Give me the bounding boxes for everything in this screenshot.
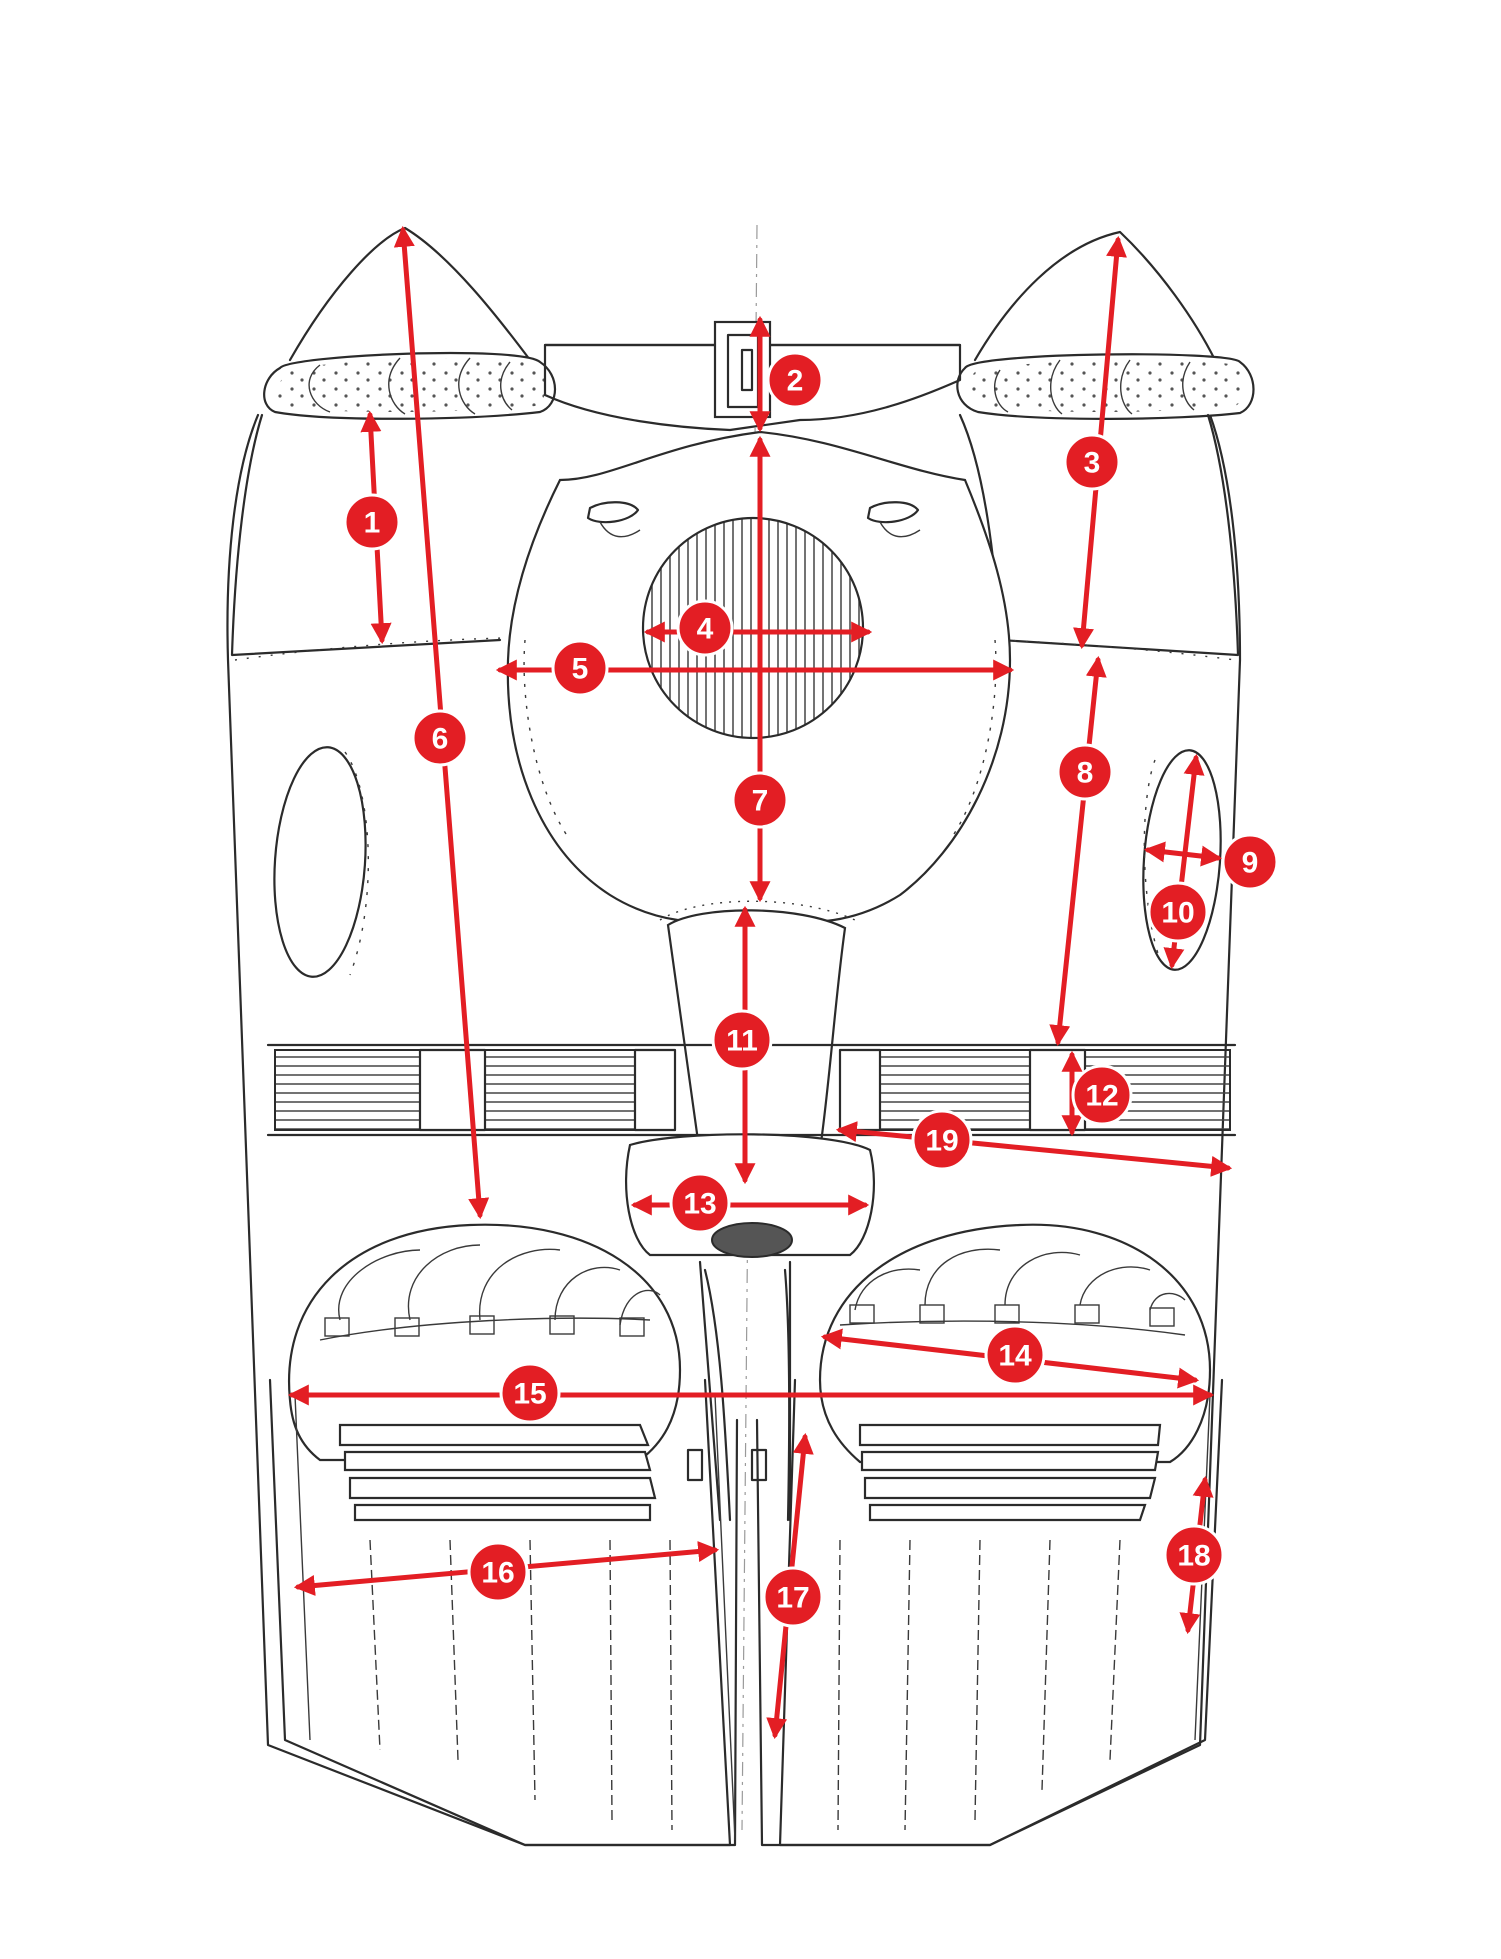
dimension-label-8: 8 [1077,757,1094,790]
dimension-label-10: 10 [1161,897,1194,930]
dimension-badge-15: 15 [499,1362,561,1424]
left-thruster-bell [287,1223,682,1522]
dimension-label-15: 15 [513,1378,546,1411]
dimension-label-12: 12 [1085,1080,1118,1113]
dimension-badge-2: 2 [766,351,824,409]
dimension-badge-4: 4 [676,599,734,657]
top-grill [543,320,962,432]
left-window [273,746,367,978]
dimension-badge-11: 11 [711,1009,773,1071]
dimension-arrows [287,225,1233,1740]
dimension-badge-3: 3 [1063,433,1121,491]
dimension-arrow-8 [1049,655,1107,1047]
dimension-badge-16: 16 [467,1541,529,1603]
dimension-badge-10: 10 [1147,881,1209,943]
buckle-block [624,1133,876,1258]
dimension-badge-18: 18 [1163,1524,1225,1586]
dimension-label-4: 4 [697,613,714,646]
dimension-label-9: 9 [1242,847,1259,880]
dimension-label-13: 13 [683,1188,716,1221]
dimension-label-1: 1 [364,507,381,540]
dimension-badge-5: 5 [551,639,609,697]
dimension-label-19: 19 [925,1125,958,1158]
dimension-label-18: 18 [1177,1540,1210,1573]
dimension-label-14: 14 [998,1340,1032,1373]
dimension-label-17: 17 [776,1582,809,1615]
dimension-label-5: 5 [572,653,589,686]
dimension-badge-7: 7 [731,771,789,829]
dimension-arrow-19 [835,1121,1233,1177]
dimension-label-6: 6 [432,723,449,756]
dimension-badge-9: 9 [1221,833,1279,891]
dimension-badge-12: 12 [1071,1064,1133,1126]
left-thruster-top [230,226,556,661]
dimension-label-3: 3 [1084,447,1101,480]
dimension-label-7: 7 [752,785,769,818]
dimension-badge-17: 17 [762,1566,824,1628]
body-outline [226,413,1242,1847]
dimension-badge-19: 19 [911,1109,973,1171]
dimension-badge-13: 13 [669,1172,731,1234]
dimension-label-16: 16 [481,1557,514,1590]
dimension-badge-1: 1 [343,493,401,551]
left-skirt-panel [268,1378,732,1847]
dimension-label-11: 11 [726,1025,758,1058]
dimension-badge-6: 6 [411,709,469,767]
dimension-badge-14: 14 [984,1324,1046,1386]
dimension-badge-8: 8 [1056,743,1114,801]
dimension-label-2: 2 [787,365,804,398]
